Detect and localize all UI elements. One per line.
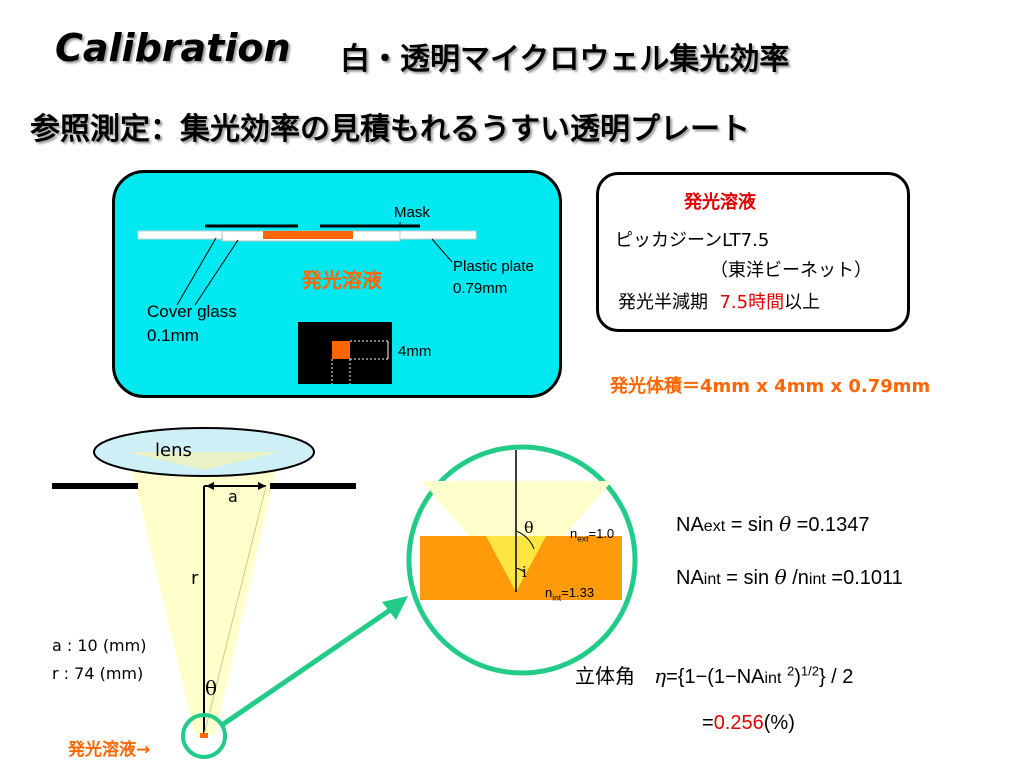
theta-label: θ	[205, 676, 218, 700]
info-line-2: （東洋ビーネット）	[710, 260, 872, 281]
na-int-formula: NAint = sin θ /nint =0.1011	[676, 565, 903, 589]
cover-leader-2	[194, 239, 239, 306]
info-line-3: 発光半減期 7.5時間以上	[618, 288, 820, 314]
r-label: r	[191, 568, 199, 589]
mask-label: Mask	[394, 204, 430, 221]
zoom-arrow-line	[220, 603, 398, 728]
source-circle	[181, 713, 227, 759]
solution-shape	[263, 231, 353, 239]
i-arc	[515, 567, 525, 573]
source-point	[200, 733, 208, 738]
solid-angle-label: 立体角	[575, 664, 635, 688]
a-value: a : 10 (mm)	[52, 636, 147, 655]
cone-edge	[203, 485, 267, 736]
a-arrow-head-left	[206, 482, 214, 490]
info-line-3-post: 以上	[784, 292, 821, 313]
na-ext-formula: NAext = sin θ =0.1347	[676, 512, 870, 536]
cover-glass-label: Cover glass	[147, 302, 237, 321]
info-heading: 発光溶液	[684, 192, 756, 213]
a-label: a	[228, 487, 238, 506]
page-title: Calibration	[55, 26, 291, 70]
circle-i: i	[522, 563, 527, 581]
info-line-3-red: 7.5時間	[719, 292, 785, 313]
top-view-solution	[332, 341, 350, 359]
solution-arrow-label: 発光溶液→	[68, 740, 151, 760]
plastic-plate-label: Plastic plate	[453, 258, 534, 275]
r-value: r : 74 (mm)	[52, 664, 144, 683]
info-line-1: ピッカジーンLT7.5	[615, 230, 770, 251]
n-int-label: nint=1.33	[545, 585, 595, 603]
a-arrow-head-right	[258, 482, 266, 490]
cover-leader-1	[176, 237, 217, 306]
size-label: 4mm	[398, 343, 432, 360]
n-ext-label: next=1.0	[570, 526, 615, 544]
solid-angle-result: =0.256(%)	[702, 712, 795, 734]
page-subtitle: 参照測定：集光効率の見積もれるうすい透明プレート	[30, 112, 750, 147]
theta-arc	[515, 530, 535, 550]
plastic-thickness-label: 0.79mm	[453, 280, 508, 297]
lens-label: lens	[155, 440, 192, 461]
plate-leader	[431, 238, 453, 263]
solution-label: 発光溶液	[302, 268, 382, 292]
volume-text: 発光体積＝4mm x 4mm x 0.79mm	[610, 376, 931, 397]
zoom-arrow-head	[382, 596, 408, 620]
info-box	[596, 172, 910, 332]
circle-theta: θ	[524, 518, 534, 537]
solid-angle-formula: 立体角 η={1−(1−NAint 2)1/2} / 2	[575, 663, 854, 688]
lens-cone-top	[128, 452, 280, 470]
cover-thickness-label: 0.1mm	[147, 326, 199, 345]
page-title-jp: 白・透明マイクロウェル集光効率	[340, 42, 790, 77]
info-line-3-pre: 発光半減期	[618, 292, 708, 313]
